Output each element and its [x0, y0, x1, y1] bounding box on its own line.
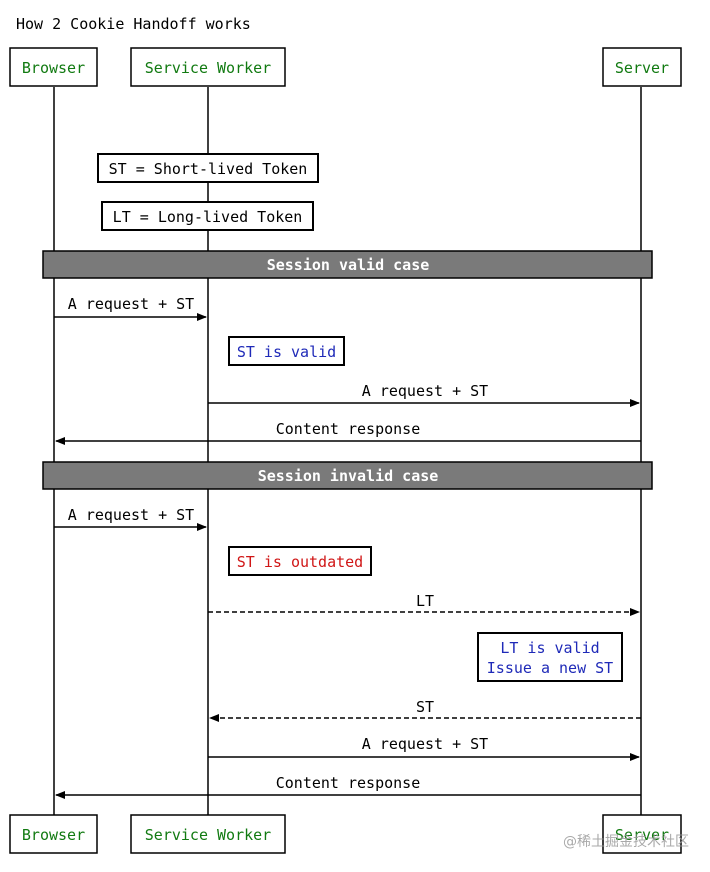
message-label: Content response — [276, 774, 421, 792]
message-server-to-sw-st: ST — [209, 698, 641, 722]
message-sw-to-server-lt: LT — [208, 592, 640, 616]
note-text: ST is valid — [237, 343, 336, 361]
note-st-valid: ST is valid — [228, 336, 345, 366]
message-browser-to-sw-1: A request + ST — [54, 295, 207, 321]
note-st-definition: ST = Short-lived Token — [97, 153, 319, 183]
message-label: A request + ST — [362, 735, 488, 753]
message-label: A request + ST — [362, 382, 488, 400]
note-st-outdated: ST is outdated — [228, 546, 372, 576]
note-text-line2: Issue a new ST — [487, 659, 613, 677]
participant-label: Server — [615, 826, 669, 844]
participant-label: Browser — [22, 826, 85, 844]
message-label: ST — [416, 698, 434, 716]
message-server-to-browser-2: Content response — [55, 774, 641, 799]
message-label: A request + ST — [68, 506, 194, 524]
message-sw-to-server-1: A request + ST — [208, 382, 640, 407]
message-label: A request + ST — [68, 295, 194, 313]
participant-browser-top: Browser — [9, 47, 98, 87]
message-label: LT — [416, 592, 434, 610]
message-sw-to-server-2: A request + ST — [208, 735, 640, 761]
section-divider-valid: Session valid case — [42, 250, 653, 279]
participant-label: Server — [615, 59, 669, 77]
message-label: Content response — [276, 420, 421, 438]
section-divider-invalid: Session invalid case — [42, 461, 653, 490]
section-label: Session valid case — [267, 256, 430, 274]
participant-browser-bottom: Browser — [9, 814, 98, 854]
message-browser-to-sw-2: A request + ST — [54, 506, 207, 531]
note-lt-definition: LT = Long-lived Token — [101, 201, 314, 231]
watermark-text: @稀土掘金技术社区 — [563, 834, 689, 850]
diagram-title: How 2 Cookie Handoff works — [16, 15, 251, 33]
participant-label: Browser — [22, 59, 85, 77]
message-server-to-browser-1: Content response — [55, 420, 641, 445]
participant-label: Service Worker — [145, 826, 271, 844]
note-lt-valid: LT is valid Issue a new ST — [477, 632, 623, 682]
participant-label: Service Worker — [145, 59, 271, 77]
note-text: ST = Short-lived Token — [109, 160, 308, 178]
participant-server-bottom: Server — [602, 814, 682, 854]
note-text: ST is outdated — [237, 553, 363, 571]
note-text: LT = Long-lived Token — [113, 208, 303, 226]
participant-server-top: Server — [602, 47, 682, 87]
participant-service-worker-top: Service Worker — [130, 47, 286, 87]
section-label: Session invalid case — [258, 467, 439, 485]
participant-service-worker-bottom: Service Worker — [130, 814, 286, 854]
note-text-line1: LT is valid — [500, 639, 599, 657]
